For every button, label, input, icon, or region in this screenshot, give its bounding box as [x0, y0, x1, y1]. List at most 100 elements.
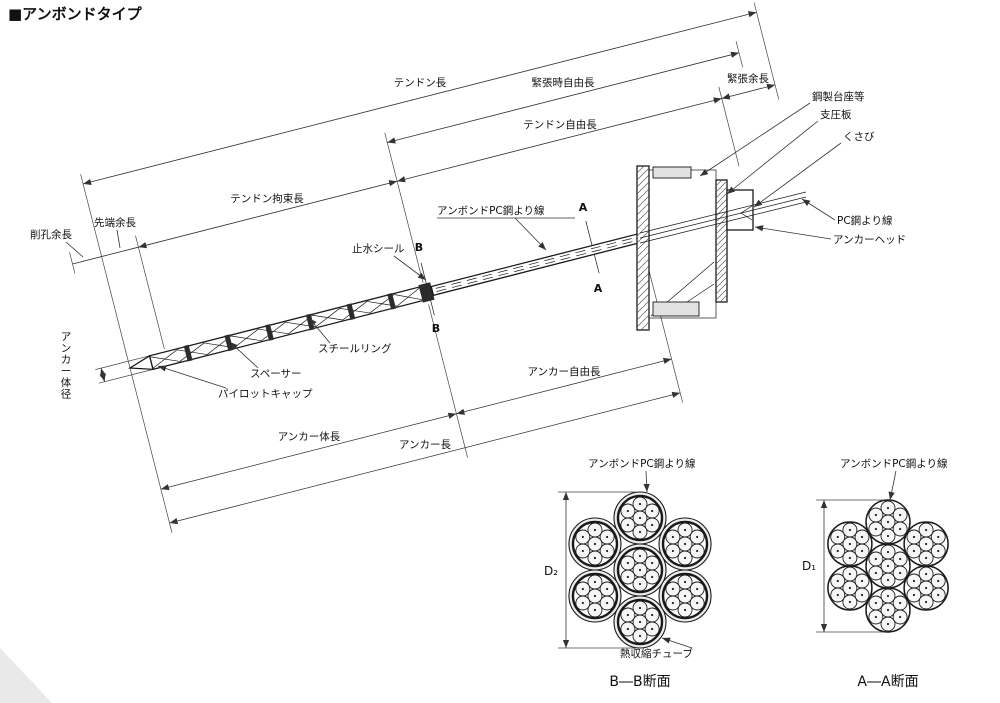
wire-center-dot — [860, 535, 864, 539]
wire-center-dot — [925, 586, 928, 590]
water-seal-shape — [418, 282, 435, 303]
wire-center-dot — [581, 601, 584, 605]
dim-anchor-dia — [99, 368, 107, 382]
hatch-line — [715, 234, 728, 247]
leader-sentan — [116, 229, 121, 249]
hatch-line — [636, 300, 650, 314]
label-steel-ring: スチールリング — [318, 342, 392, 355]
wire-center-dot — [581, 587, 584, 591]
wire-center-dot — [683, 594, 687, 598]
wire-center-dot — [683, 556, 687, 560]
label-bearing-plate: 支圧板 — [820, 108, 852, 121]
braid-line — [152, 349, 178, 369]
wire-center-dot — [605, 549, 609, 553]
bb-strand-label: アンボンドPC鋼より線 — [588, 457, 696, 470]
ext-bond-end-up — [384, 132, 424, 284]
hatch-line — [636, 202, 650, 216]
wire-center-dot — [937, 579, 940, 583]
hatch-line — [715, 270, 728, 283]
hatch-line — [640, 321, 650, 331]
wire-center-dot — [874, 615, 877, 619]
wire-center-dot — [638, 568, 642, 572]
wire-center-dot — [836, 579, 839, 583]
wire-center-dot — [683, 542, 687, 546]
wire-center-dot — [836, 535, 839, 539]
wire-center-dot — [886, 622, 890, 626]
hatch-line — [636, 251, 650, 265]
wire-center-dot — [886, 506, 890, 510]
wire-center-dot — [638, 606, 642, 610]
wire-center-dot — [925, 572, 928, 576]
label-anchor-taicho: アンカー体長 — [278, 431, 341, 443]
ext-bond-start — [135, 235, 165, 350]
hatch-line — [636, 286, 650, 300]
label-spacer: スペーサー — [250, 368, 302, 380]
wire-center-dot — [605, 601, 609, 605]
sheath-strand-line — [435, 236, 639, 289]
ext-borehole-bottom — [69, 252, 76, 274]
wire-center-dot — [683, 580, 687, 584]
label-seal: 止水シール — [352, 243, 405, 255]
strand-tail-line — [639, 196, 807, 239]
strand-tail-line — [639, 191, 807, 234]
bb-tube-leader — [661, 637, 693, 649]
wire-center-dot — [836, 593, 839, 597]
label-anchor-cho: アンカー長 — [399, 439, 452, 451]
braid-line — [396, 287, 420, 307]
hatch-line — [636, 279, 650, 293]
sheath-strand-line — [436, 239, 640, 292]
wire-center-dot — [651, 561, 654, 565]
wire-center-dot — [886, 578, 890, 582]
hatch-line — [715, 276, 728, 289]
label-anchor-jiyucho: アンカー自由長 — [527, 365, 601, 378]
hatch-line — [636, 258, 650, 272]
hatch-line — [636, 237, 650, 251]
hatch-line — [636, 165, 645, 174]
leader-pc-strand — [801, 198, 836, 221]
wire-center-dot — [848, 600, 851, 604]
wire-center-dot — [671, 601, 675, 605]
pedestal-bottom-flange — [652, 301, 700, 317]
hatch-line — [715, 252, 728, 265]
strand-tail-line — [639, 201, 807, 244]
leader-wedge — [753, 142, 842, 208]
marker-a-top: A — [579, 201, 588, 214]
hatch-line — [715, 228, 728, 241]
aa-caption: A―A断面 — [857, 674, 918, 690]
wire-center-dot — [683, 608, 687, 612]
hatch-line — [636, 195, 650, 209]
wire-center-dot — [925, 528, 928, 532]
ext-dia-bottom — [98, 369, 154, 384]
page-title: ■アンボンドタイプ — [8, 5, 143, 23]
wire-center-dot — [638, 530, 642, 534]
anchor-head-block — [726, 189, 754, 231]
label-pedestal: 鋼製台座等 — [812, 90, 865, 103]
wire-center-dot — [874, 601, 877, 605]
braid-line — [233, 328, 259, 348]
wire-center-dot — [848, 572, 851, 576]
hatch-line — [715, 288, 728, 301]
hatch-line — [715, 210, 728, 223]
label-sentan-yocho: 先端余長 — [94, 216, 136, 229]
anchor-head-assembly — [636, 165, 807, 331]
wire-center-dot — [651, 509, 654, 513]
hatch-line — [636, 216, 650, 230]
wire-center-dot — [671, 549, 675, 553]
hatch-line — [636, 244, 650, 258]
label-anchor-head: アンカーヘッド — [833, 234, 906, 246]
bb-strand-leader — [643, 470, 650, 493]
scan-shadow — [0, 648, 52, 703]
label-tendon-cho: テンドン長 — [394, 77, 447, 89]
wire-center-dot — [874, 557, 877, 561]
hatch-line — [636, 265, 650, 279]
dim-tendon-total — [82, 11, 757, 185]
wire-center-dot — [848, 542, 851, 546]
label-tendon-jiyucho: テンドン自由長 — [523, 118, 597, 131]
wire-center-dot — [696, 549, 699, 553]
wire-center-dot — [874, 527, 877, 531]
hatch-line — [636, 293, 650, 307]
leader-sakko — [65, 241, 84, 258]
braid-line — [342, 301, 368, 321]
label-wedge: くさび — [843, 131, 875, 143]
hatch-line — [636, 209, 650, 223]
